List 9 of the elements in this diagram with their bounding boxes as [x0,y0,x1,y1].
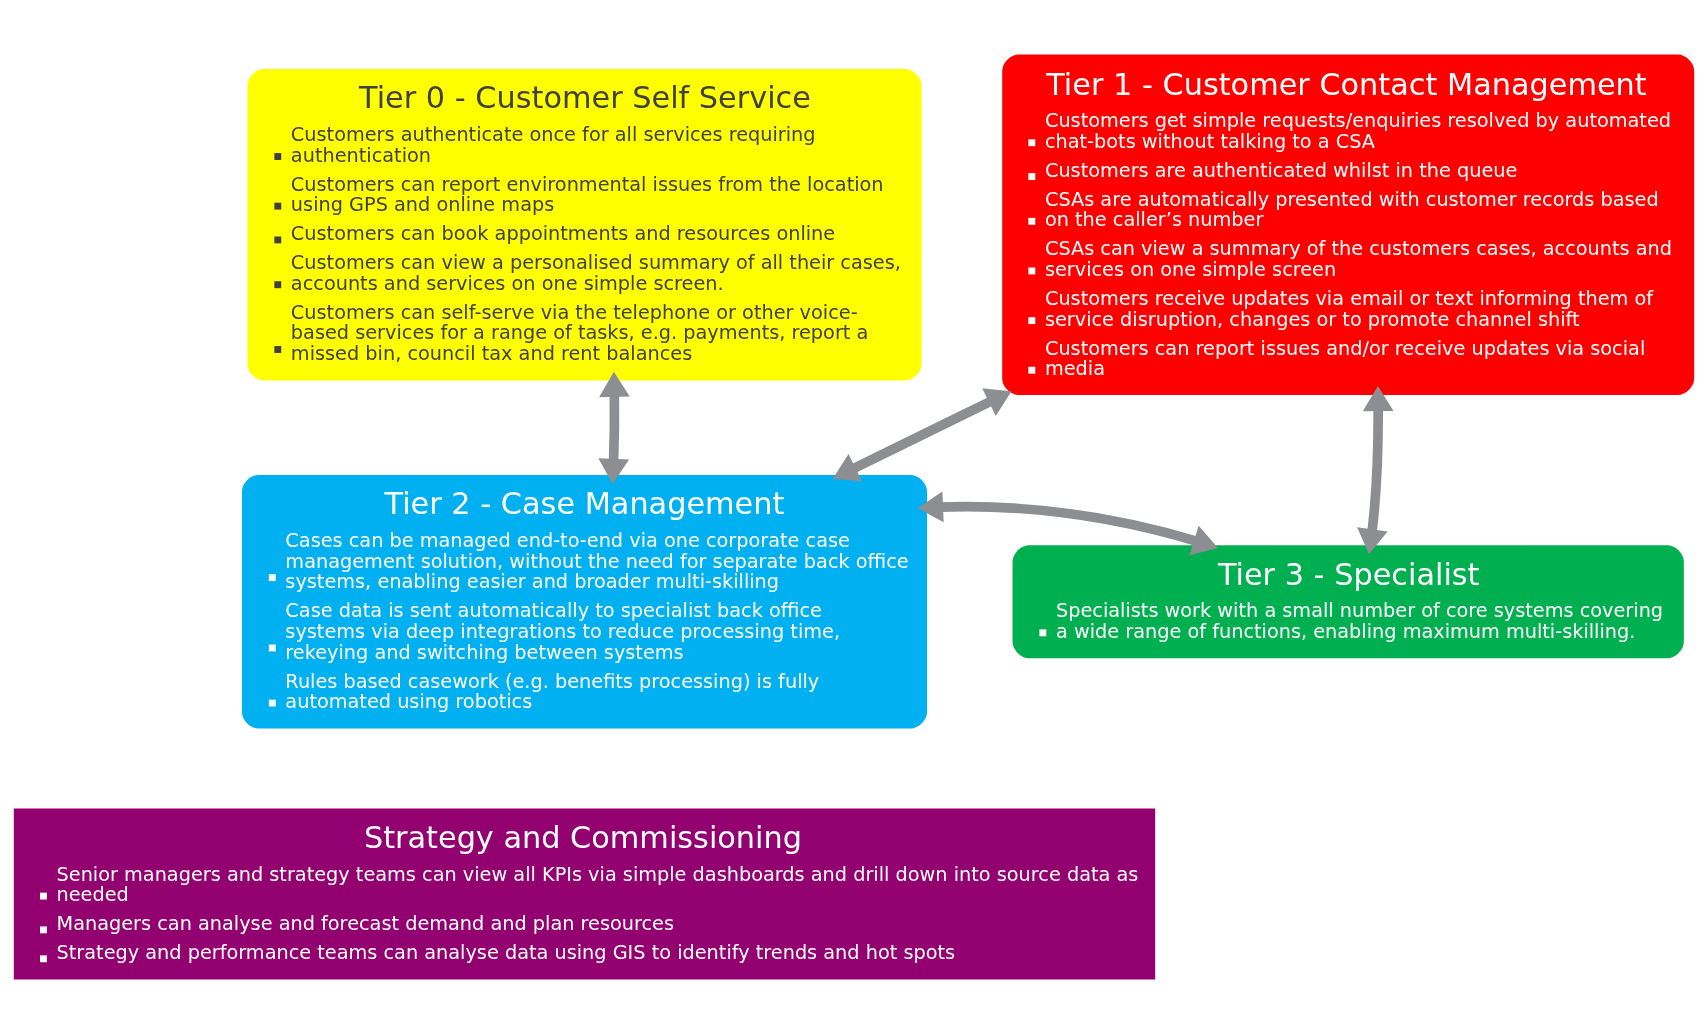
node-box: Tier 0 - Customer Self Service Customers authenticate once for all services requiring authentication Customers can report environmental issues from the location using GPS and online maps Customers can book appointments and resources online Customers can view a personalised summary of all their cases, accounts and services on one simple screen. Customers can self-serve via the telephone or other voice-based services for a range of tasks, e.g. payments, report a missed bin, council tax and rent balances [247,68,922,381]
arrow [832,387,1012,481]
node-box: Strategy and Commissioning Senior managers and strategy teams can view all KPIs via simple dashboards and drill down into source data as needed Managers can analyse and forecast demand and plan resources Strategy and performance teams can analyse data using GIS to identify trends and hot spots [13,808,1156,979]
node-box: Tier 3 - Specialist Specialists work with a small number of core systems covering a wide range of functions, enabling maximum multi-skilling. [1012,544,1684,658]
arrow [1357,385,1394,554]
arrow [598,371,630,484]
node-box: Tier 2 - Case Management Cases can be managed end-to-end via one corporate case management solution, without the need for separate back office systems, enabling easier and broader multi-skilling Case data is sent automatically to specialist back office systems via deep integrations to reduce processing time, rekeying and switching between systems Rules based casework (e.g. benefits processing) is fully automated using robotics [241,474,928,729]
node-box: Tier 1 - Customer Contact Management Customers get simple requests/enquiries resolved by automated chat-bots without talking to a CSA Customers are authenticated whilst in the queue CSAs are automatically presented with customer records based on the caller’s number CSAs can view a summary of the customers cases, accounts and services on one simple screen Customers receive updates via email or text informing them of service disruption, changes or to promote channel shift Customers can report issues and/or receive updates via social media [1002,54,1695,395]
arrow [917,491,1219,555]
